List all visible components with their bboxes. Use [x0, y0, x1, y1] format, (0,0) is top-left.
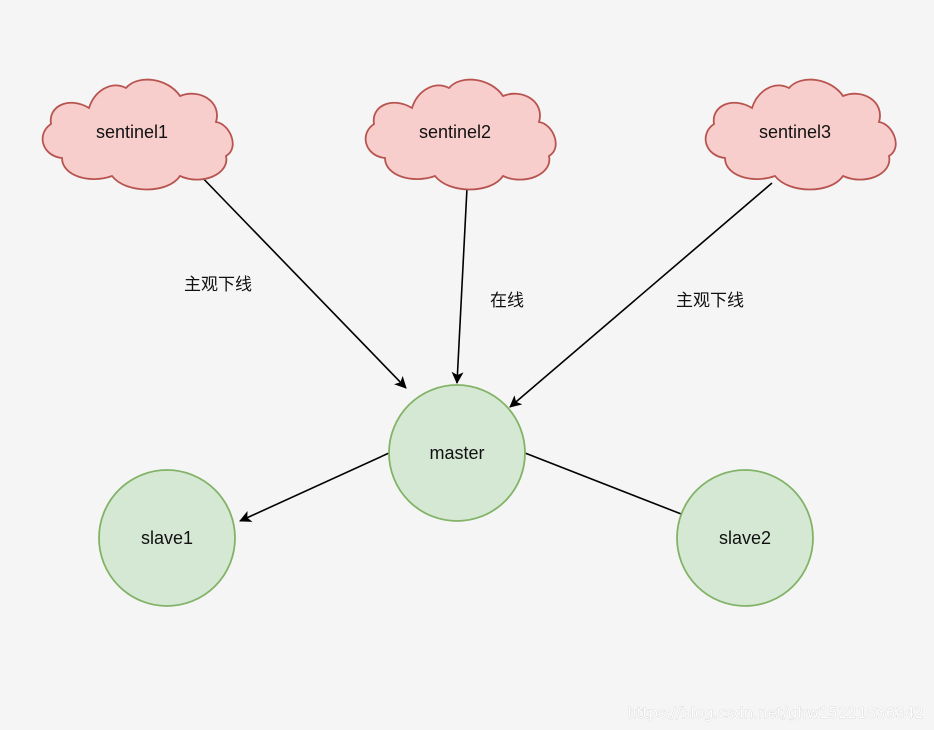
slave2-node[interactable]: slave2: [676, 469, 814, 607]
sentinel1-cloud[interactable]: sentinel1: [41, 78, 234, 191]
sentinel3-label: sentinel3: [759, 122, 831, 142]
slave2-label: slave2: [719, 528, 771, 548]
edge-label-sentinel3: 主观下线: [676, 291, 744, 311]
slave1-label: slave1: [141, 528, 193, 548]
watermark-text: https://blog.csdn.net/ghw15221836342: [627, 704, 924, 722]
sentinel1-label: sentinel1: [96, 122, 168, 142]
edge-sentinel2-to-master: [451, 187, 468, 384]
edge-label-sentinel1: 主观下线: [184, 275, 252, 295]
edge-master-to-slave1: [239, 452, 390, 522]
sentinel2-label: sentinel2: [419, 122, 491, 142]
edge-label-sentinel2: 在线: [490, 291, 524, 311]
edge-master-to-slave2: [524, 452, 695, 521]
sentinel2-cloud[interactable]: sentinel2: [364, 78, 557, 191]
master-node[interactable]: master: [388, 384, 526, 522]
slave1-node[interactable]: slave1: [98, 469, 236, 607]
master-label: master: [429, 443, 484, 463]
edge-sentinel1-to-master: [194, 169, 407, 389]
sentinel3-cloud[interactable]: sentinel3: [704, 78, 897, 191]
edge-sentinel3-to-master: [509, 182, 773, 408]
